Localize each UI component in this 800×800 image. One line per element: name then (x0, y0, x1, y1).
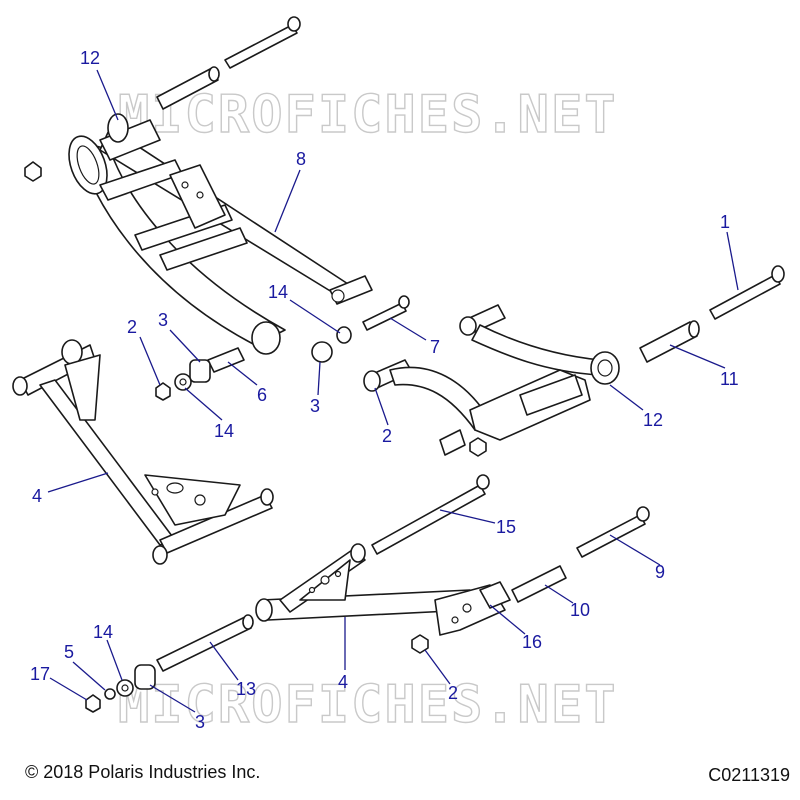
callout-2-bottom: 2 (448, 683, 458, 703)
callout-12-top: 12 (80, 48, 100, 68)
callout-2-right: 2 (382, 426, 392, 446)
callout-13: 13 (236, 679, 256, 699)
nut-left-top (24, 161, 42, 182)
spacer-sleeve (207, 347, 245, 373)
bottom-hardware (85, 664, 156, 713)
short-bolt (362, 295, 410, 331)
bolt-9 (576, 506, 650, 558)
a-arm-upper-right (363, 304, 620, 457)
callout-8: 8 (296, 149, 306, 169)
callout-2-left: 2 (127, 317, 137, 337)
drawing-id: C0211319 (708, 765, 790, 785)
top-sleeve (156, 66, 220, 110)
top-bolt (224, 16, 301, 69)
bolt-15 (371, 474, 490, 555)
callout-1: 1 (720, 212, 730, 232)
sleeve-right (639, 320, 700, 363)
copyright-text: © 2018 Polaris Industries Inc. (25, 762, 261, 782)
watermark-bottom: MICROFICHES.NET (118, 675, 618, 735)
callout-3-center: 3 (310, 396, 320, 416)
callout-4-left: 4 (32, 486, 42, 506)
a-arm-left (12, 339, 274, 565)
watermark-top: MICROFICHES.NET (118, 85, 618, 145)
callout-17: 17 (30, 664, 50, 684)
callout-7: 7 (430, 337, 440, 357)
callout-11: 11 (720, 369, 739, 389)
callout-14-bottom: 14 (93, 622, 113, 642)
a-arm-lower-right (255, 543, 511, 654)
callout-4-right: 4 (338, 672, 348, 692)
callout-14-center: 14 (268, 282, 288, 302)
leader-lines (47, 69, 739, 713)
callout-5: 5 (64, 642, 74, 662)
callout-9: 9 (655, 562, 665, 582)
callout-14-left: 14 (214, 421, 234, 441)
callout-3-bottom: 3 (195, 712, 205, 732)
callout-10: 10 (570, 600, 590, 620)
callout-15: 15 (496, 517, 516, 537)
callout-16: 16 (522, 632, 542, 652)
callout-12-right: 12 (643, 410, 663, 430)
callout-3-left: 3 (158, 310, 168, 330)
callouts: 12 8 1 14 2 3 7 6 14 3 11 12 2 4 15 9 10… (30, 48, 739, 732)
callout-6: 6 (257, 385, 267, 405)
long-bolt-right (709, 265, 785, 320)
sleeve-13 (156, 614, 254, 672)
bushing-center (311, 326, 352, 363)
bushing-left (155, 359, 211, 401)
sleeve-10 (511, 565, 567, 603)
upper-carrier-assembly (68, 113, 373, 355)
